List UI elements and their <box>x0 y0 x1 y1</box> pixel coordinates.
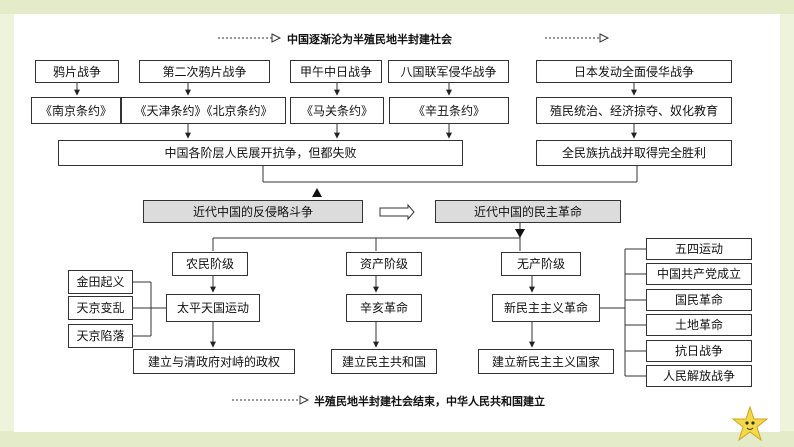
treaty-xinchou: 《辛丑条约》 <box>389 97 509 124</box>
event-cpc-founded: 中国共产党成立 <box>646 263 752 285</box>
event-may-fourth: 五四运动 <box>646 238 752 260</box>
war-eight-nations: 八国联军侵华战争 <box>388 60 509 83</box>
movement-taiping: 太平天国运动 <box>166 294 260 322</box>
main-revolution: 近代中国的民主革命 <box>435 200 621 223</box>
class-peasant: 农民阶级 <box>172 252 248 276</box>
war-opium: 鸦片战争 <box>35 60 119 83</box>
result-failed: 中国各阶层人民展开抗争，但都失败 <box>58 140 463 166</box>
bottom-band <box>0 431 794 447</box>
outcome-bourgeois: 建立民主共和国 <box>331 349 437 374</box>
movement-xinhai: 辛亥革命 <box>346 294 422 322</box>
event-land-revolution: 土地革命 <box>646 314 752 336</box>
outcome-proletariat: 建立新民主主义国家 <box>478 349 614 374</box>
treaty-tianjin-beijing: 《天津条约》《北京条约》 <box>121 97 286 124</box>
colonial-rule: 殖民统治、经济掠夺、奴化教育 <box>536 97 732 124</box>
event-tianjing-incident: 天京变乱 <box>68 296 133 320</box>
star-icon <box>731 405 769 442</box>
war-second-opium: 第二次鸦片战争 <box>139 60 270 83</box>
war-sino-japanese: 甲午中日战争 <box>290 60 382 83</box>
movement-new-democratic: 新民主主义革命 <box>492 294 600 322</box>
event-national-revolution: 国民革命 <box>646 289 752 311</box>
event-jintian: 金田起义 <box>68 270 133 294</box>
event-liberation-war: 人民解放战争 <box>646 365 752 387</box>
top-band <box>0 0 794 14</box>
bottom-caption: 半殖民地半封建社会结束，中华人民共和国建立 <box>314 395 545 408</box>
class-proletariat: 无产阶级 <box>501 252 581 276</box>
main-anti-aggression: 近代中国的反侵略斗争 <box>143 200 363 223</box>
result-victory: 全民族抗战并取得完全胜利 <box>536 140 732 166</box>
war-japan-invasion: 日本发动全面侵华战争 <box>536 60 732 83</box>
class-bourgeois: 资产阶级 <box>346 252 422 276</box>
treaty-maguan: 《马关条约》 <box>290 97 384 124</box>
event-tianjing-fall: 天京陷落 <box>68 324 133 348</box>
event-anti-japanese-war: 抗日战争 <box>646 340 752 362</box>
top-caption: 中国逐渐沦为半殖民地半封建社会 <box>287 33 452 46</box>
outcome-peasant: 建立与清政府对峙的政权 <box>133 349 295 374</box>
treaty-nanjing: 《南京条约》 <box>31 97 121 124</box>
